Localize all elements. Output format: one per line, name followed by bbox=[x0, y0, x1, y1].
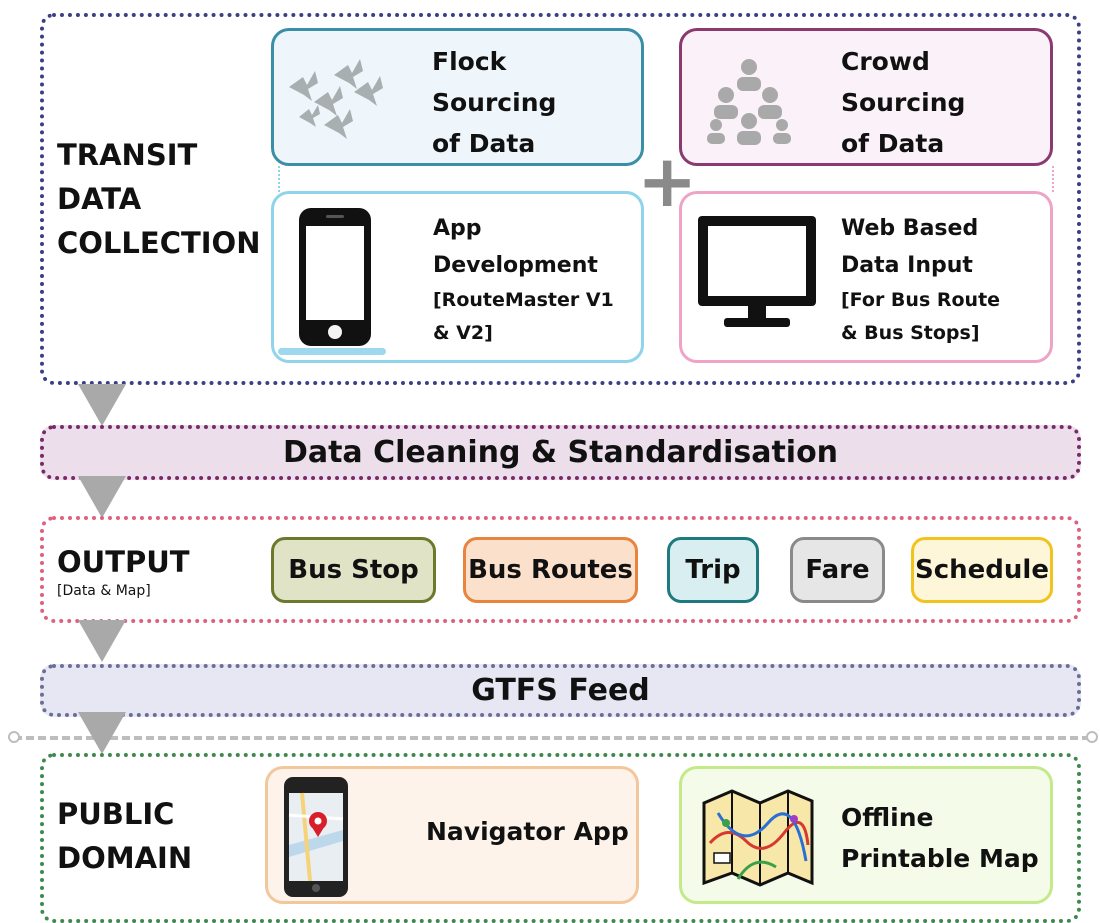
data-cleaning-banner: Data Cleaning & Standardisation bbox=[40, 425, 1081, 480]
data-cleaning-label: Data Cleaning & Standardisation bbox=[282, 435, 839, 470]
chip-schedule-label: Schedule bbox=[915, 555, 1049, 585]
flock-app-connector bbox=[278, 166, 280, 192]
monitor-icon bbox=[696, 214, 818, 334]
web-title-line-1: Web Based bbox=[841, 216, 979, 241]
output-panel bbox=[40, 516, 1081, 623]
navigator-app-text: Navigator App bbox=[426, 817, 629, 846]
web-data-input-card: Web Based Data Input [For Bus Route & Bu… bbox=[679, 191, 1053, 363]
app-title-line-1: App bbox=[433, 216, 482, 241]
public-section-label: PUBLIC DOMAIN bbox=[57, 792, 192, 880]
flow-arrow-1 bbox=[78, 384, 126, 426]
smartphone-icon bbox=[296, 206, 374, 348]
navigator-app-card: Navigator App bbox=[265, 766, 639, 904]
output-label: OUTPUT bbox=[57, 545, 190, 579]
app-development-text: App Development [RouteMaster V1 & V2] bbox=[433, 210, 614, 350]
crowd-sourcing-card: Crowd Sourcing of Data bbox=[679, 28, 1053, 166]
birds-flock-icon bbox=[284, 47, 394, 147]
output-chip-schedule: Schedule bbox=[911, 537, 1053, 603]
offline-line-1: Offline bbox=[841, 803, 934, 832]
chip-bus-stop-label: Bus Stop bbox=[288, 555, 419, 585]
crowd-line-3: of Data bbox=[841, 129, 945, 158]
offline-line-2: Printable Map bbox=[841, 844, 1039, 873]
chip-fare-label: Fare bbox=[805, 555, 870, 585]
app-title-line-2: Development bbox=[433, 253, 598, 278]
output-section-label: OUTPUT [Data & Map] bbox=[57, 540, 190, 598]
app-sub-line-2: & V2] bbox=[433, 322, 493, 344]
output-chip-bus-routes: Bus Routes bbox=[463, 537, 638, 603]
crowd-sourcing-text: Crowd Sourcing of Data bbox=[841, 41, 965, 164]
offline-map-card: Offline Printable Map bbox=[679, 766, 1053, 904]
flock-sourcing-card: Flock Sourcing of Data bbox=[271, 28, 644, 166]
public-label-line-2: DOMAIN bbox=[57, 841, 193, 875]
flock-sourcing-text: Flock Sourcing of Data bbox=[432, 41, 556, 164]
public-label-line-1: PUBLIC bbox=[57, 797, 175, 831]
gtfs-feed-label: GTFS Feed bbox=[471, 673, 650, 708]
crowd-line-2: Sourcing bbox=[841, 88, 966, 117]
offline-map-text: Offline Printable Map bbox=[841, 797, 1039, 879]
flock-line-3: of Data bbox=[432, 129, 536, 158]
domain-separator-line bbox=[14, 736, 1090, 740]
phone-map-icon bbox=[282, 775, 350, 899]
chip-trip-label: Trip bbox=[685, 555, 741, 585]
web-data-input-text: Web Based Data Input [For Bus Route & Bu… bbox=[841, 210, 1000, 350]
output-chip-trip: Trip bbox=[667, 537, 759, 603]
flow-arrow-3 bbox=[78, 620, 126, 662]
output-sublabel: [Data & Map] bbox=[57, 583, 151, 599]
app-sub-line-1: [RouteMaster V1 bbox=[433, 289, 614, 311]
navigator-app-label: Navigator App bbox=[426, 817, 629, 846]
chip-bus-routes-label: Bus Routes bbox=[468, 555, 633, 585]
output-chip-fare: Fare bbox=[790, 537, 885, 603]
web-title-line-2: Data Input bbox=[841, 253, 973, 278]
transit-label-line-2: DATA bbox=[57, 182, 142, 216]
output-chip-bus-stop: Bus Stop bbox=[271, 537, 436, 603]
app-development-card: App Development [RouteMaster V1 & V2] bbox=[271, 191, 644, 363]
flock-line-1: Flock bbox=[432, 47, 507, 76]
separator-right-dot bbox=[1086, 731, 1098, 743]
web-sub-line-1: [For Bus Route bbox=[841, 289, 1001, 311]
flow-arrow-2 bbox=[78, 476, 126, 518]
transit-data-collection-panel bbox=[40, 13, 1081, 385]
people-group-icon bbox=[704, 53, 794, 153]
flow-arrow-4 bbox=[78, 712, 126, 754]
separator-left-dot bbox=[8, 731, 20, 743]
transit-label-line-3: COLLECTION bbox=[57, 226, 261, 260]
crowd-web-connector bbox=[1052, 166, 1054, 192]
transit-label-line-1: TRANSIT bbox=[57, 138, 198, 172]
folded-map-icon bbox=[698, 783, 818, 891]
flock-line-2: Sourcing bbox=[432, 88, 557, 117]
app-card-bottom-accent bbox=[278, 348, 386, 355]
gtfs-feed-banner: GTFS Feed bbox=[40, 664, 1081, 717]
transit-section-label: TRANSIT DATA COLLECTION bbox=[57, 133, 260, 265]
crowd-line-1: Crowd bbox=[841, 47, 930, 76]
web-sub-line-2: & Bus Stops] bbox=[841, 322, 980, 344]
